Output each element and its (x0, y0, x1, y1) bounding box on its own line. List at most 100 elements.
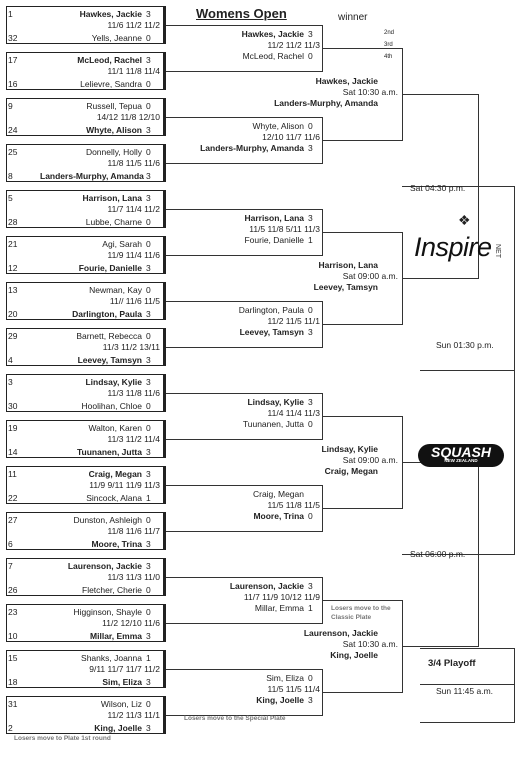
bracket-line (402, 646, 478, 647)
player-score: 0 (308, 121, 313, 131)
match-score: 11/6 11/2 11/2 (107, 20, 160, 30)
match-score: 11/7 11/9 10/12 11/9 (243, 592, 320, 602)
match-score: 12/10 11/7 11/6 (262, 132, 320, 142)
bracket-line (166, 71, 322, 72)
player-name: Whyte, Alison (86, 125, 142, 135)
seed-number: 10 (8, 631, 18, 641)
match-score: 11/3 11/8 11/6 (107, 388, 160, 398)
playoff-label: 3/4 Playoff (428, 658, 476, 669)
seed-number: 12 (8, 263, 18, 273)
bracket-line (166, 347, 322, 348)
round1-match-box (6, 604, 166, 642)
player-score: 3 (308, 695, 313, 705)
player-name: Laurenson, Jackie (229, 581, 304, 591)
squash-nz-logo: SQUASH NEW ZEALAND (418, 444, 504, 467)
player-name: Higginson, Shayle (73, 607, 142, 617)
round1-match-box (6, 144, 166, 182)
player-score: 0 (308, 305, 313, 315)
player-score: 0 (146, 401, 151, 411)
player-name: Sim, Eliza (266, 673, 304, 683)
player-name: Millar, Emma (254, 603, 304, 613)
match-score: 11/8 11/6 11/7 (107, 526, 160, 536)
bracket-line (322, 48, 402, 49)
player-score: 0 (308, 511, 313, 521)
final-time: Sun 01:30 p.m. (436, 340, 494, 350)
player-score: 1 (146, 653, 151, 663)
player-name: Barnett, Rebecca (76, 331, 142, 341)
qf-player-name: Lindsay, Kylie (321, 444, 378, 454)
legend-winner: winner (338, 12, 368, 23)
semifinal-2-time: Sat 06:00 p.m. (410, 549, 466, 559)
player-score: 3 (308, 143, 313, 153)
player-name: Tuunanen, Jutta (76, 447, 142, 457)
match-score: 11/2 11/5 11/1 (267, 316, 320, 326)
match-score: 11/8 11/5 11/6 (107, 158, 160, 168)
bracket-line (514, 648, 515, 723)
bracket-line (322, 416, 402, 417)
bracket-line (166, 163, 322, 164)
seed-number: 3 (8, 377, 13, 387)
net-logo: NET (494, 244, 501, 258)
seed-number: 19 (8, 423, 18, 433)
bracket-line (166, 117, 322, 118)
player-score: 3 (308, 29, 313, 39)
player-score: 3 (146, 561, 151, 571)
player-name: Landers-Murphy, Amanda (200, 143, 304, 153)
seed-number: 24 (8, 125, 18, 135)
diamond-icon: ❖ (458, 212, 471, 228)
player-name: McLeod, Rachel (77, 55, 142, 65)
player-score: 3 (146, 447, 151, 457)
player-score: 3 (146, 355, 151, 365)
round1-match-box (6, 466, 166, 504)
bracket-line (420, 370, 514, 371)
player-name: Yells, Jeanne (91, 33, 142, 43)
player-score: 1 (308, 235, 313, 245)
seed-number: 16 (8, 79, 18, 89)
bracket-line (402, 278, 478, 279)
bracket-line (322, 600, 402, 601)
player-name: Craig, Megan (252, 489, 304, 499)
seed-number: 8 (8, 171, 13, 181)
legend-4th: 4th (384, 54, 393, 60)
seed-number: 11 (8, 469, 17, 479)
player-name: Moore, Trina (253, 511, 304, 521)
playoff-time: Sun 11:45 a.m. (436, 686, 494, 696)
bracket-line (322, 232, 402, 233)
player-name: Dunston, Ashleigh (73, 515, 142, 525)
seed-number: 2 (8, 723, 13, 733)
player-name: Harrison, Lana (82, 193, 142, 203)
special-plate-note: Losers move to the Special Plate (184, 715, 286, 722)
round1-match-box (6, 374, 166, 412)
plate-note: Losers move to Plate 1st round (14, 735, 111, 742)
seed-number: 4 (8, 355, 13, 365)
player-name: Sim, Eliza (102, 677, 142, 687)
player-name: Darlington, Paula (238, 305, 304, 315)
bracket-line (478, 186, 514, 187)
player-score: 0 (146, 331, 151, 341)
round1-match-box (6, 696, 166, 734)
seed-number: 7 (8, 561, 13, 571)
player-name: McLeod, Rachel (242, 51, 304, 61)
player-score: 3 (146, 677, 151, 687)
seed-number: 28 (8, 217, 18, 227)
match-score: 11/3 11/3 11/0 (107, 572, 160, 582)
player-score: 0 (146, 607, 151, 617)
bracket-line (402, 554, 478, 555)
player-name: Craig, Megan (88, 469, 142, 479)
player-score: 0 (146, 33, 151, 43)
qf-player-name: Craig, Megan (324, 466, 378, 476)
player-score: 3 (308, 581, 313, 591)
seed-number: 29 (8, 331, 18, 341)
player-score: 3 (308, 327, 313, 337)
squash-logo-text: SQUASH (431, 444, 491, 460)
player-name: King, Joelle (256, 695, 304, 705)
seed-number: 14 (8, 447, 18, 457)
player-score: 3 (146, 263, 151, 273)
match-score: 11/7 11/4 11/2 (107, 204, 160, 214)
player-score: 0 (308, 51, 313, 61)
match-score: 11/5 11/5 11/4 (267, 684, 320, 694)
bracket-line (166, 577, 322, 578)
player-name: Shanks, Joanna (81, 653, 142, 663)
round1-match-box (6, 236, 166, 274)
player-name: Fourie, Danielle (244, 235, 304, 245)
